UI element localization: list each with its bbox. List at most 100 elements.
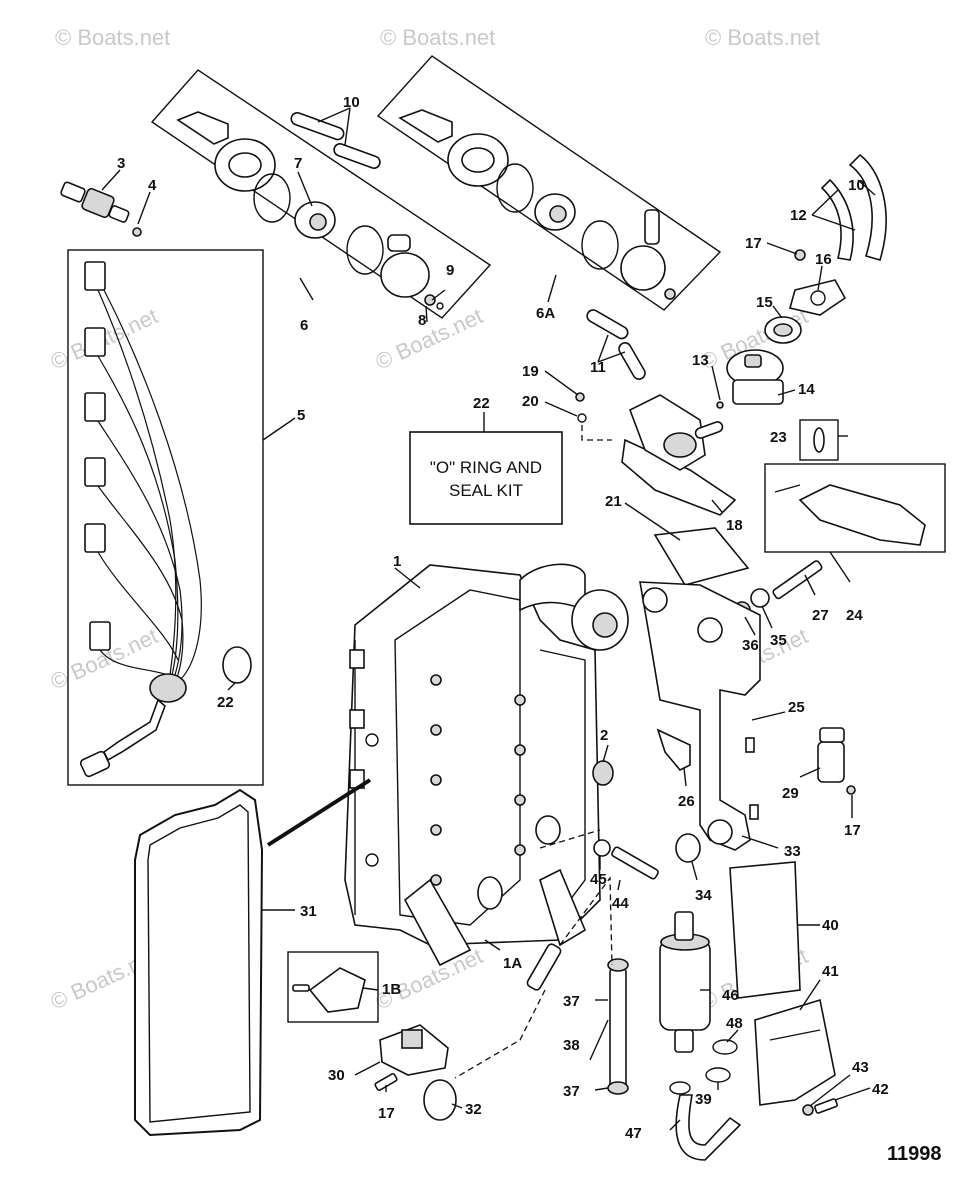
callout-12: 12 [790,207,807,224]
callout-15: 15 [756,294,773,311]
callout-14: 14 [798,381,815,398]
callout-17-bottom: 17 [378,1105,395,1122]
diagram-number: 11998 [887,1143,942,1165]
part-24-box [764,463,946,553]
callout-20: 20 [522,393,539,410]
callout-6a: 6A [536,305,555,322]
clamp-part-48 [712,1039,738,1055]
callout-45: 45 [590,871,607,888]
o-ring-seal-kit-box: "O" RING AND SEAL KIT [409,412,563,525]
callout-3: 3 [117,155,125,172]
spacer-part-2 [592,760,614,786]
callout-10-left: 10 [343,94,360,111]
callout-7: 7 [294,155,302,172]
hose-12-a [820,178,854,261]
callout-38: 38 [563,1037,580,1054]
callout-37-bottom: 37 [563,1083,580,1100]
callout-30: 30 [328,1067,345,1084]
callout-9: 9 [446,262,454,279]
callout-36: 36 [742,637,759,654]
callout-5: 5 [297,407,305,424]
callout-33: 33 [784,843,801,860]
part-5-harness-panel [67,249,264,786]
callout-17-top: 17 [745,235,762,252]
fuel-pump-part-46 [659,911,711,1053]
bolt-part-27 [772,560,823,600]
callout-29: 29 [782,785,799,802]
watermark: © Boats.net [380,25,495,50]
callout-25: 25 [788,699,805,716]
bracket-part-41 [754,998,836,1106]
callout-48: 48 [726,1015,743,1032]
callout-42: 42 [872,1081,889,1098]
callout-16: 16 [815,251,832,268]
harness-lead [266,778,372,847]
callout-35: 35 [770,632,787,649]
watermark: © Boats.net [372,303,487,374]
washer-part-35 [750,588,770,608]
callout-21: 21 [605,493,622,510]
part-23-box [799,419,839,461]
washer-part-45 [593,839,611,857]
bushing-part-32 [423,1079,457,1121]
callout-19: 19 [522,363,539,380]
callout-8: 8 [418,312,426,329]
fitting-part-26 [656,728,691,771]
callout-43: 43 [852,1059,869,1076]
sheet-part-40 [729,861,801,999]
callout-1: 1 [393,553,401,570]
callout-11: 11 [590,359,606,376]
kit-box-line-2: SEAL KIT [449,481,523,500]
callout-26: 26 [678,793,695,810]
watermark: © Boats.net [705,25,820,50]
callout-40: 40 [822,917,839,934]
hose-10-a [290,112,345,141]
callout-34: 34 [695,887,712,904]
washer-part-43 [802,1104,814,1116]
callout-23: 23 [770,429,787,446]
callout-13: 13 [692,352,709,369]
hose-11-b [618,342,646,380]
washer-part-20 [577,413,587,423]
sensor-part-29 [817,727,856,795]
callout-4: 4 [148,177,157,194]
gasket-part-31 [134,788,264,1137]
leader-lines [101,169,876,1131]
sensor-plug [454,829,613,1079]
pressure-regulator-part-14 [726,349,784,405]
clamp-part-39 [705,1067,731,1083]
callout-47: 47 [625,1125,642,1142]
callout-10-right: 10 [848,177,865,194]
callout-22-kit: 22 [473,395,490,412]
callout-labels: 1 1A 1B 2 3 4 5 6 6A 7 8 9 10 10 11 12 1… [117,94,889,1142]
sensor-part-3 [60,181,130,223]
washer-part-4 [132,227,142,237]
watermark: © Boats.net [55,25,170,50]
bolt-part-44 [611,846,659,880]
screw-part-42 [814,1098,838,1114]
spacer-part-34 [675,833,701,863]
hose-part-38 [609,967,627,1089]
callout-46: 46 [722,987,739,1004]
hose-12-b [848,153,887,261]
adapter-plate-part-1 [344,563,629,967]
callout-44: 44 [612,895,629,912]
part-6-kit-panel [150,69,492,319]
callout-18: 18 [726,517,743,534]
bracket-part-25 [639,581,761,851]
regulator-part-18 [621,394,737,516]
callout-39: 39 [695,1091,712,1108]
hose-part-47 [675,1094,742,1161]
callout-1a: 1A [503,955,522,972]
cover-part-16 [789,279,847,316]
callout-41: 41 [822,963,839,980]
callout-32: 32 [465,1101,482,1118]
seal-part-22 [222,646,252,684]
kit-box-line-1: "O" RING AND [430,458,542,477]
callout-24: 24 [846,607,863,624]
valve-part-30 [374,1024,449,1092]
part-1b-box [287,951,379,1023]
callout-6: 6 [300,317,308,334]
callout-17-right: 17 [844,822,861,839]
